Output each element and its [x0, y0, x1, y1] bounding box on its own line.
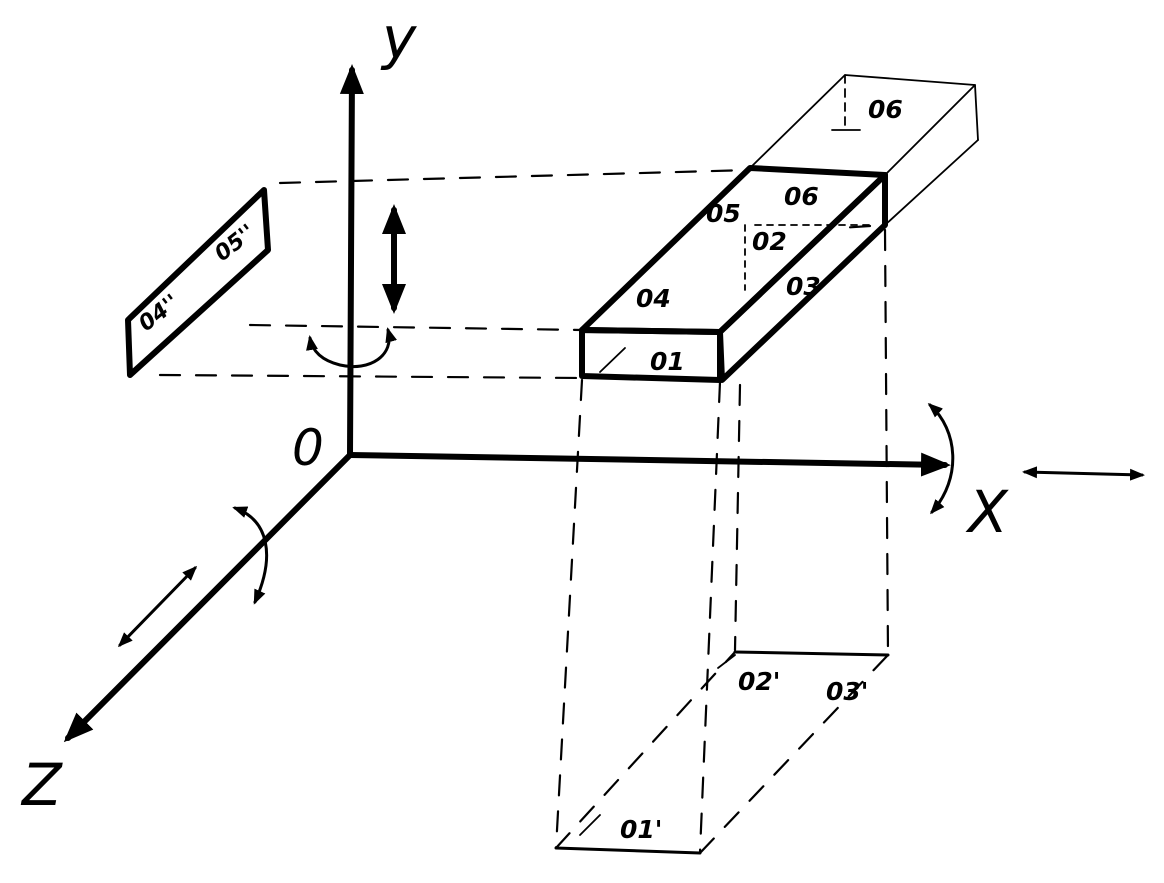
- proj-line-top: [278, 168, 752, 185]
- bottom-proj-left: [554, 650, 737, 850]
- label-02: 02: [752, 227, 787, 256]
- axis-label-x: X: [965, 478, 1009, 546]
- bottom-proj-back: [733, 650, 890, 657]
- y-axis: [339, 64, 364, 458]
- axis-label-z: Z: [20, 751, 63, 819]
- proj-down-2: [698, 380, 722, 854]
- proj-down-4: [883, 228, 890, 657]
- label-06-top: 06: [868, 95, 903, 124]
- proj-down-1: [554, 378, 584, 850]
- bottom-proj-right: [698, 653, 890, 855]
- proj-line-right-top: [838, 224, 872, 230]
- side-projection: [125, 187, 271, 378]
- x-translation-arrow: [1022, 466, 1145, 481]
- label-03-prime: 03': [826, 677, 868, 706]
- origin-label: 0: [292, 419, 324, 477]
- z-rotation-arrow: [232, 506, 268, 605]
- label-06: 06: [784, 182, 819, 211]
- proj-line-mid: [248, 323, 584, 332]
- label-01: 01: [650, 347, 685, 376]
- box-front-inner-tick: [599, 347, 626, 373]
- z-axis: [63, 452, 353, 743]
- label-01-prime: 01': [620, 815, 662, 844]
- bottom-proj-tick-1: [579, 814, 601, 836]
- bottom-proj-tick-2: [717, 654, 736, 669]
- upper-box-right-bottom: [884, 139, 979, 226]
- box-top-face: [579, 165, 888, 335]
- z-translation-arrow: [117, 565, 198, 648]
- proj-line-low: [158, 373, 584, 380]
- label-04: 04: [636, 284, 671, 313]
- label-03: 03: [786, 272, 821, 301]
- upper-box-right-edge: [974, 84, 979, 141]
- axis-label-y: y: [380, 4, 417, 72]
- upper-box-top: [749, 74, 976, 176]
- x-rotation-arrow: [927, 402, 955, 515]
- y-rotation-arrow: [306, 327, 398, 368]
- bottom-proj-front: [554, 846, 702, 855]
- x-axis: [347, 452, 951, 477]
- label-05: 05: [706, 199, 741, 228]
- proj-down-3: [733, 383, 742, 652]
- label-02-prime: 02': [738, 667, 780, 696]
